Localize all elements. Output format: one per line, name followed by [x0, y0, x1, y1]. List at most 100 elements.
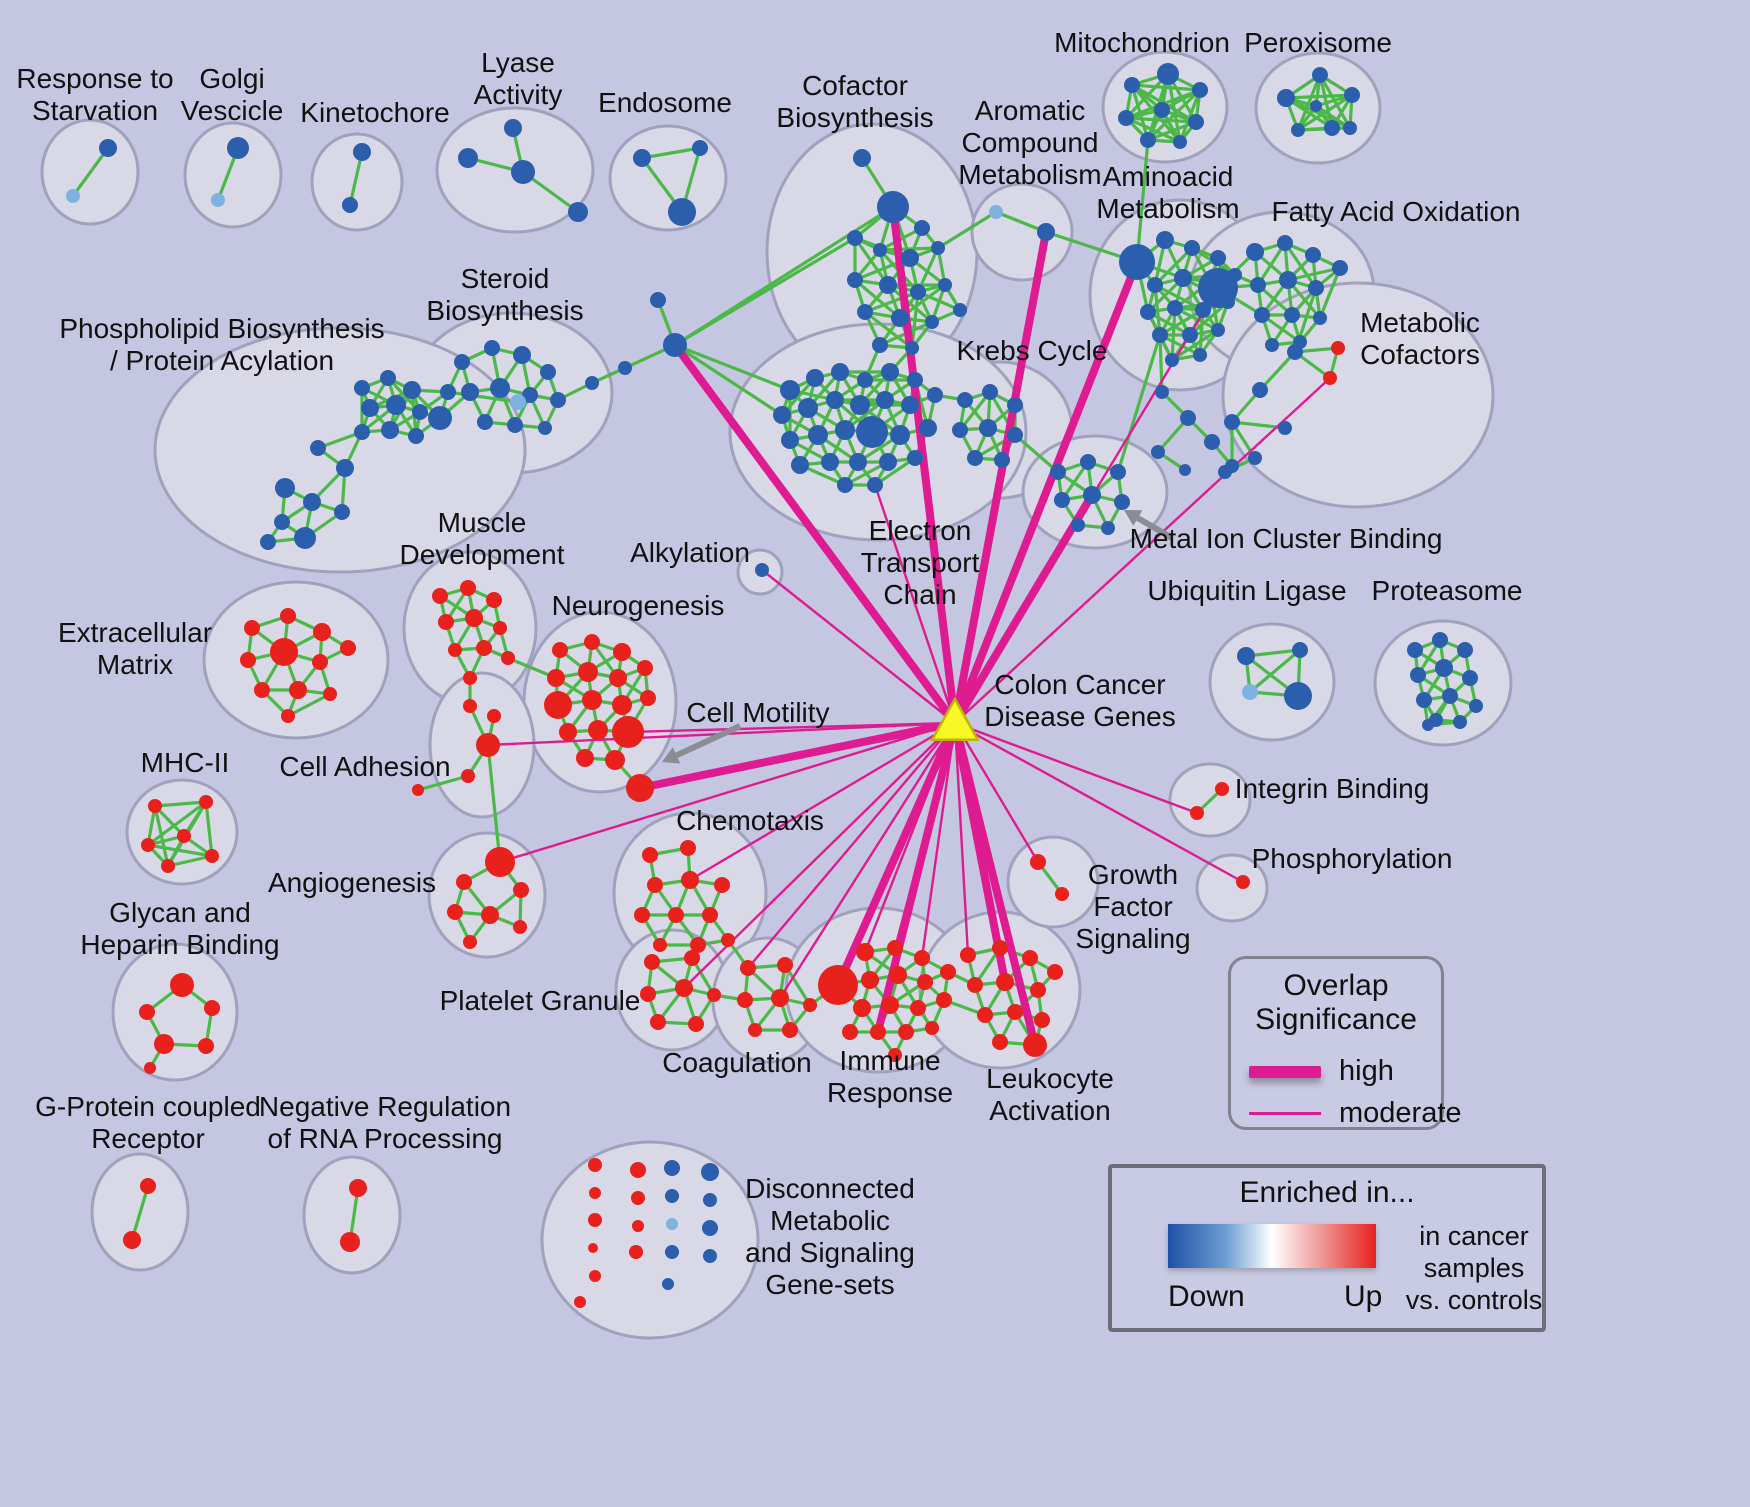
gene-set-node — [1023, 1033, 1047, 1057]
gene-set-node — [849, 453, 867, 471]
gene-overlap-edge — [878, 246, 940, 252]
gene-set-node — [867, 477, 883, 493]
gene-set-node — [244, 620, 260, 636]
gene-set-node — [99, 139, 117, 157]
gene-set-node — [777, 957, 793, 973]
disease-overlap-edge-moderate — [746, 721, 957, 970]
gene-set-node — [808, 425, 828, 445]
gene-set-node — [919, 419, 937, 437]
gene-set-node — [544, 691, 572, 719]
cluster-label-proteasome: Proteasome — [1372, 575, 1523, 606]
gene-set-node — [632, 1220, 644, 1232]
gene-set-node — [707, 988, 721, 1002]
gene-set-node — [1034, 1012, 1050, 1028]
gene-set-node — [662, 1278, 674, 1290]
cluster-label-neurogenesis: Neurogenesis — [552, 590, 725, 621]
gene-overlap-edge — [1173, 306, 1220, 332]
gene-set-node — [914, 950, 930, 966]
gene-set-node — [905, 341, 919, 355]
gene-set-node — [1151, 445, 1165, 459]
overlap-legend-title: Overlap Significance — [1231, 969, 1441, 1037]
gene-overlap-edge — [1124, 116, 1198, 124]
up-label: Up — [1344, 1280, 1383, 1313]
gene-set-node — [914, 220, 930, 236]
gene-set-node — [881, 363, 899, 381]
gene-set-node — [989, 205, 1003, 219]
gene-set-node — [992, 940, 1008, 956]
disease-overlap-edge-moderate — [760, 568, 957, 725]
gene-set-node — [211, 193, 225, 207]
gene-set-node — [917, 974, 933, 990]
gene-set-node — [647, 877, 663, 893]
gene-set-node — [440, 384, 456, 400]
gene-set-node — [613, 643, 631, 661]
gene-overlap-cross-edge — [673, 205, 895, 347]
gene-set-node — [664, 1160, 680, 1176]
gene-set-node — [1279, 271, 1297, 289]
gene-set-node — [460, 580, 476, 596]
gene-set-node — [1332, 260, 1348, 276]
gene-set-node — [289, 681, 307, 699]
cluster-label-metal-ion-cluster-binding: Metal Ion Cluster Binding — [1130, 523, 1443, 554]
gene-set-node — [1312, 67, 1328, 83]
gene-set-node — [612, 695, 632, 715]
gene-set-node — [1331, 341, 1345, 355]
gene-set-node — [936, 992, 952, 1008]
gene-set-node — [740, 960, 756, 976]
gene-set-node — [1080, 454, 1096, 470]
gene-set-node — [1007, 397, 1023, 413]
gene-set-node — [1154, 102, 1170, 118]
gene-set-node — [818, 965, 858, 1005]
gene-overlap-edge — [1153, 246, 1194, 287]
gene-overlap-edge — [1248, 648, 1302, 694]
disease-overlap-edge-moderate — [953, 721, 1199, 815]
gene-set-node — [589, 1187, 601, 1199]
gene-set-node — [771, 989, 789, 1007]
gene-set-node — [270, 638, 298, 666]
gene-set-node — [1204, 434, 1220, 450]
gene-overlap-edge — [130, 1184, 150, 1242]
gene-overlap-edge — [166, 854, 214, 868]
gene-overlap-edge — [640, 146, 702, 160]
cluster-label-cell-adhesion: Cell Adhesion — [279, 751, 450, 782]
gene-set-node — [1119, 244, 1155, 280]
disease-overlap-edge-high — [636, 719, 959, 792]
gene-set-node — [1469, 699, 1483, 713]
gene-set-node — [1192, 82, 1208, 98]
gene-set-node — [380, 370, 396, 386]
gene-set-node — [1215, 782, 1229, 796]
gene-set-node — [1118, 110, 1134, 126]
gene-overlap-edge — [1146, 120, 1198, 142]
legend-enriched-in: Enriched in... Down Up in cancer samples… — [1108, 1164, 1546, 1332]
gene-set-node — [1248, 451, 1262, 465]
disease-overlap-edge-moderate — [893, 721, 957, 950]
cluster-ellipse-disconnected-gene-sets — [540, 1140, 760, 1340]
disease-overlap-edge-moderate — [953, 721, 1245, 884]
disease-overlap-edge-moderate — [873, 483, 957, 725]
gene-set-node — [1287, 344, 1303, 360]
gene-set-node — [448, 643, 462, 657]
gene-set-node — [856, 416, 888, 448]
gene-set-node — [891, 309, 909, 327]
gene-set-node — [703, 1249, 717, 1263]
cluster-label-ubiquitin-ligase: Ubiquitin Ligase — [1147, 575, 1346, 606]
gene-set-node — [853, 149, 871, 167]
gene-set-node — [898, 1024, 914, 1040]
enriched-legend-title: Enriched in... — [1239, 1176, 1415, 1209]
disease-overlap-edge-moderate — [953, 376, 1332, 725]
overlap-title-line2: Significance — [1255, 1003, 1417, 1036]
overlap-title-line1: Overlap — [1283, 969, 1389, 1002]
gene-set-node — [1323, 371, 1337, 385]
gene-set-node — [701, 1163, 719, 1181]
gene-set-node — [463, 935, 477, 949]
gene-overlap-edge — [1166, 72, 1182, 144]
cluster-label-phospholipid-biosynthesis: Phospholipid Biosynthesis/ Protein Acyla… — [59, 313, 384, 376]
gene-set-node — [821, 453, 839, 471]
gene-set-node — [438, 614, 454, 630]
gene-set-node — [476, 733, 500, 757]
